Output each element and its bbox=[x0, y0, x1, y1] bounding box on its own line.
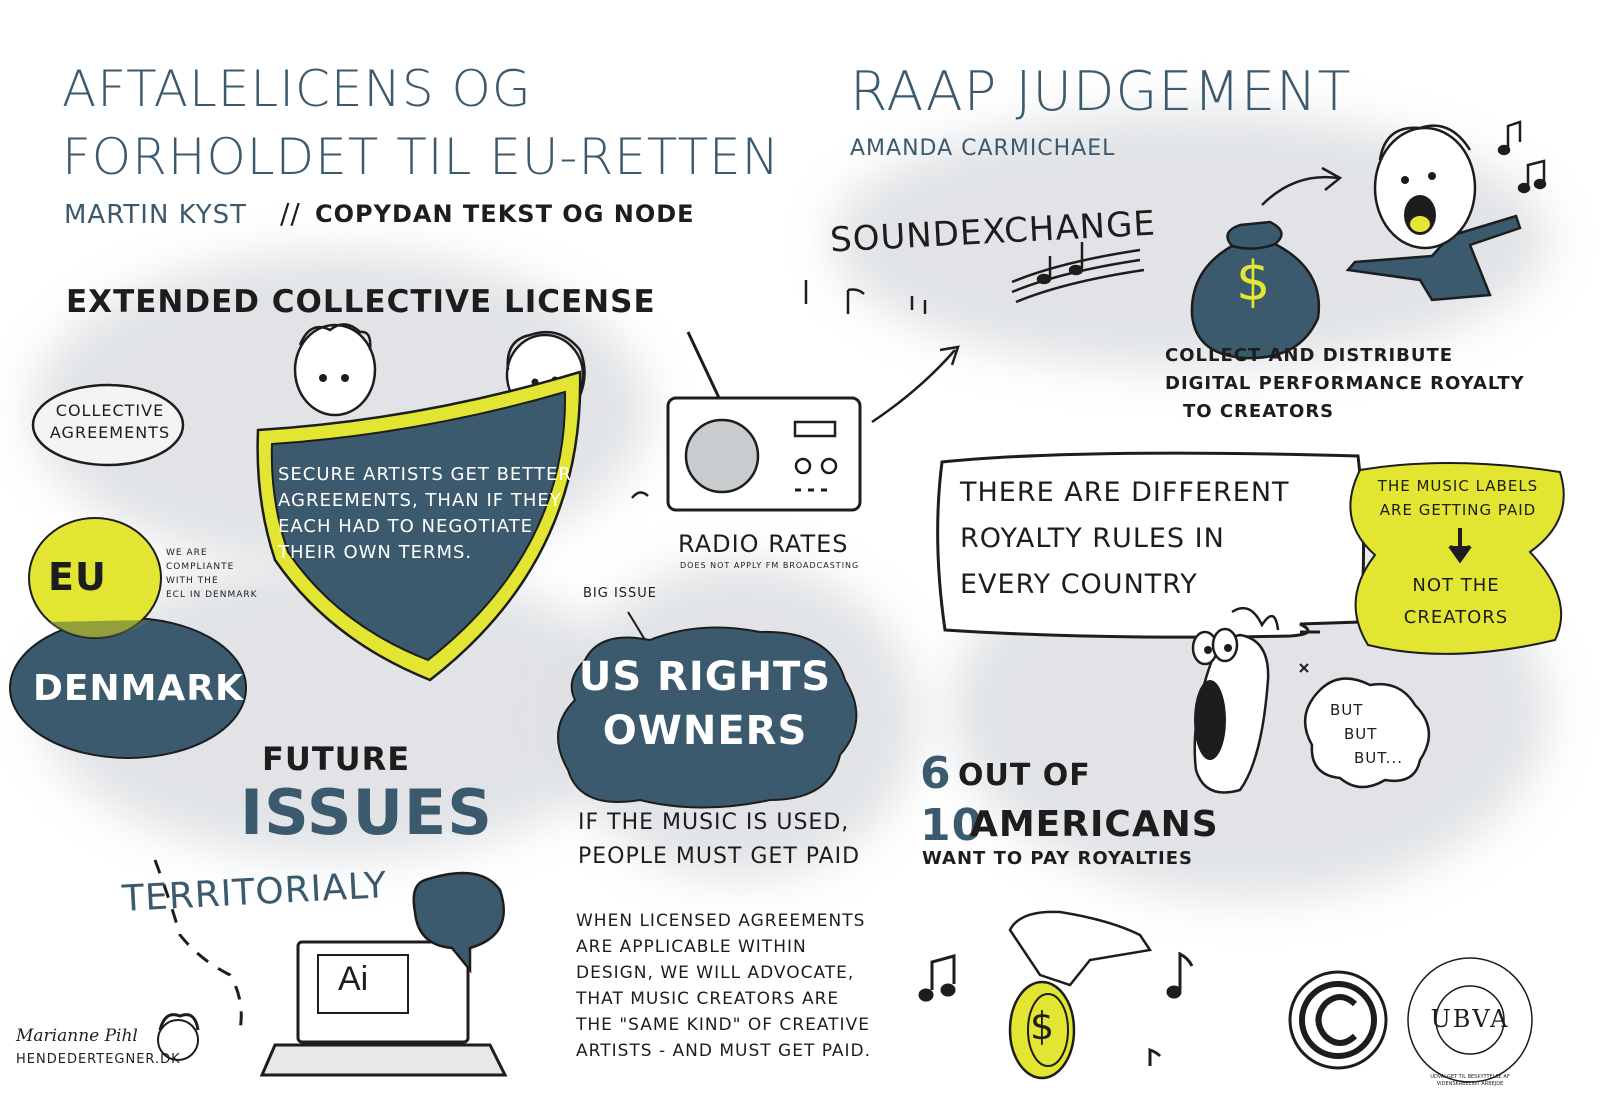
right-speaker: AMANDA CARMICHAEL bbox=[850, 136, 1116, 161]
big-issue-label: BIG ISSUE bbox=[583, 586, 658, 601]
us-rights-owners-label: US RIGHTS OWNERS bbox=[578, 654, 832, 754]
boy-head-icon bbox=[293, 323, 377, 417]
radio-rates-label: RADIO RATES bbox=[678, 530, 849, 558]
dashed-path bbox=[153, 859, 243, 1031]
left-title-line1: AFTALELICENS OG bbox=[62, 60, 532, 118]
music-notes-icon bbox=[1497, 120, 1547, 194]
issues-label: ISSUES bbox=[240, 776, 493, 849]
happy-person-icon bbox=[1345, 124, 1522, 302]
speaker-separator: // bbox=[280, 197, 301, 230]
hand-with-coin-icon bbox=[1008, 910, 1153, 1080]
want-to-pay-label: WANT TO PAY ROYALTIES bbox=[922, 848, 1193, 869]
six-number: 6 bbox=[920, 748, 952, 799]
coin-dollar: $ bbox=[1030, 1004, 1055, 1048]
ten-number: 10 bbox=[920, 800, 984, 851]
labels-paid-text: THE MUSIC LABELS ARE GETTING PAID bbox=[1377, 477, 1539, 519]
us-rights-cloud bbox=[557, 626, 858, 809]
denmark-label: DENMARK bbox=[33, 668, 244, 709]
americans-label: AMERICANS bbox=[970, 804, 1219, 845]
music-notes-icon bbox=[804, 242, 1145, 314]
arrow-down-icon bbox=[1448, 528, 1472, 564]
licensed-agreements-text: WHEN LICENSED AGREEMENTS ARE APPLICABLE … bbox=[576, 911, 872, 1061]
collect-distribute-text: COLLECT AND DISTRIBUTE DIGITAL PERFORMAN… bbox=[1165, 345, 1525, 422]
eu-denmark-overlap bbox=[48, 620, 150, 639]
collective-agreements-label: COLLECTIVE AGREEMENTS bbox=[49, 401, 171, 442]
out-of-label: OUT OF bbox=[958, 758, 1091, 793]
thought-cloud bbox=[1303, 677, 1431, 789]
artist-website: HENDEDERTEGNER.DK bbox=[16, 1052, 181, 1067]
arrow-icon bbox=[1261, 175, 1339, 206]
left-speaker: MARTIN KYST bbox=[64, 200, 248, 230]
future-label: FUTURE bbox=[262, 740, 411, 778]
speech-bubble-icon bbox=[412, 871, 505, 974]
artist-avatar-icon bbox=[157, 1013, 200, 1061]
laptop-icon bbox=[259, 940, 508, 1077]
money-bag-icon bbox=[1190, 220, 1321, 360]
shield-text: SECURE ARTISTS GET BETTER AGREEMENTS, TH… bbox=[278, 464, 572, 563]
laptop-screen-label: Ai bbox=[338, 960, 369, 998]
left-organization: COPYDAN TEKST OG NODE bbox=[315, 200, 695, 228]
surprised-person-icon bbox=[1191, 606, 1320, 794]
ubva-logo bbox=[1407, 957, 1533, 1083]
not-creators-text: NOT THE CREATORS bbox=[1403, 575, 1509, 628]
ecl-heading: EXTENDED COLLECTIVE LICENSE bbox=[66, 284, 656, 320]
ubva-ring-text: UDVALGET TIL BESKYTTELSE AF VIDENSKABELI… bbox=[1430, 1074, 1510, 1087]
music-notes-icon bbox=[918, 951, 1194, 1066]
copyright-logo bbox=[1288, 970, 1388, 1070]
music-used-text: IF THE MUSIC IS USED, PEOPLE MUST GET PA… bbox=[578, 810, 861, 869]
artist-signature: Marianne Pihl bbox=[16, 1026, 138, 1046]
arrow-icon bbox=[871, 349, 956, 424]
radio-rates-note: DOES NOT APPLY FM BROADCASTING bbox=[680, 561, 860, 570]
collective-agreements-bubble bbox=[31, 383, 185, 467]
compliance-note: WE ARE COMPLIANTE WITH THE ECL IN DENMAR… bbox=[166, 548, 258, 600]
but-but-text: BUT BUT BUT... bbox=[1330, 701, 1403, 767]
left-title-line2: FORHOLDET TIL EU-RETTEN bbox=[62, 128, 780, 186]
ubva-logo-text: UBVA bbox=[1430, 1005, 1510, 1033]
eu-label: EU bbox=[48, 555, 107, 599]
royalty-rules-text: THERE ARE DIFFERENT ROYALTY RULES IN EVE… bbox=[960, 477, 1290, 600]
arrow-icon bbox=[627, 611, 646, 641]
money-bag-dollar: $ bbox=[1236, 250, 1271, 313]
speech-box bbox=[936, 451, 1366, 639]
radio-icon bbox=[631, 331, 862, 512]
right-title: RAAP JUDGEMENT bbox=[850, 60, 1352, 123]
